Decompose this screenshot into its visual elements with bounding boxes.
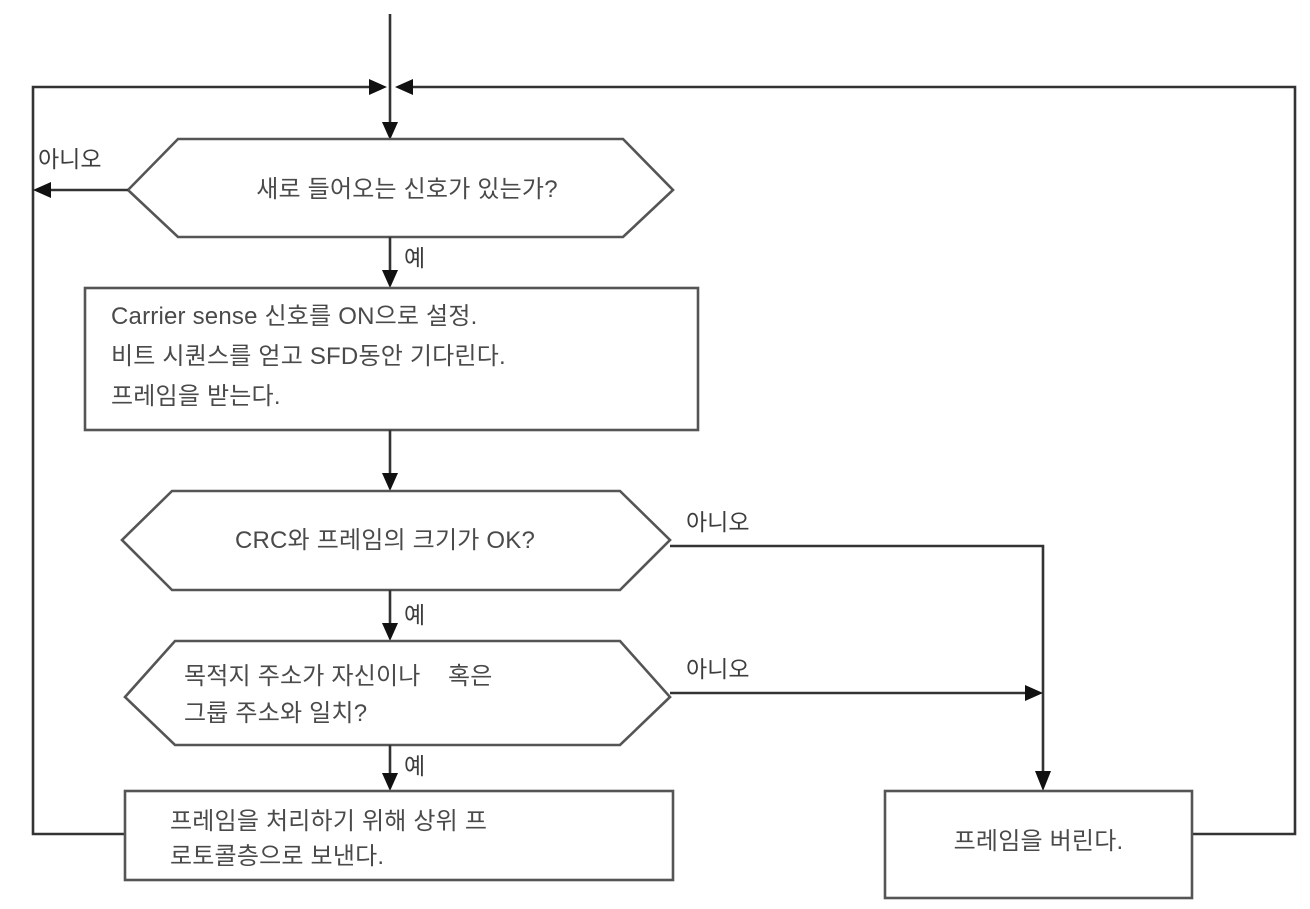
- decision-new-signal-shape: [126, 137, 675, 239]
- connector-crc-yes: [382, 590, 398, 641]
- connector-loop-right: [395, 79, 1297, 836]
- connector-address-yes: [382, 745, 398, 791]
- process-carrier-sense-shape: [83, 286, 700, 432]
- connector-entry-top: [382, 14, 398, 140]
- edge-label-address-yes: 예: [404, 753, 426, 779]
- edge-label-new-signal-yes: 예: [404, 245, 426, 271]
- edge-label-new-signal-no: 아니오: [38, 146, 102, 172]
- decision-address-shape: [123, 639, 672, 747]
- process-discard-shape: [883, 789, 1194, 900]
- edge-label-crc-no: 아니오: [686, 509, 750, 535]
- connector-process-to-crc: [382, 430, 398, 491]
- decision-crc-shape: [120, 489, 672, 592]
- connector-address-no: [670, 685, 1043, 701]
- process-send-upper-shape: [123, 789, 675, 882]
- connector-new-signal-yes: [382, 237, 398, 288]
- edge-label-address-no: 아니오: [686, 656, 750, 682]
- edge-label-crc-yes: 예: [404, 602, 426, 628]
- connector-new-signal-no: [33, 182, 128, 198]
- connector-loop-left: [31, 79, 387, 836]
- connector-crc-no: [670, 544, 1051, 791]
